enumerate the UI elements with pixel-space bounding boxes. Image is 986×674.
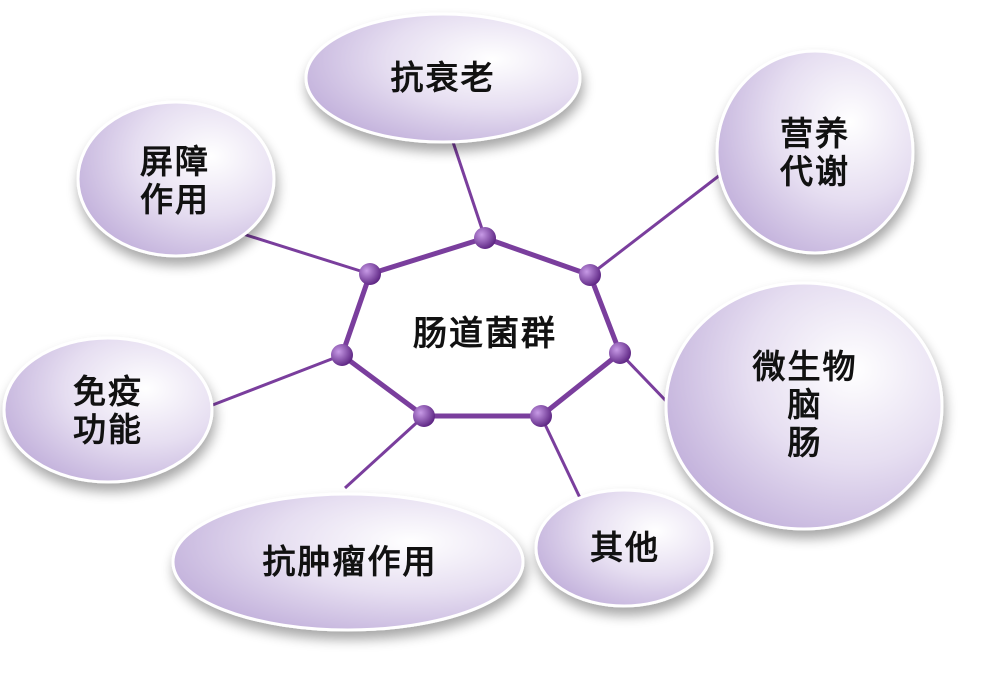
spoke-anti-aging <box>451 141 487 239</box>
vertex-dots <box>331 227 631 427</box>
vertex-dot <box>331 344 353 366</box>
vertex-dot <box>579 264 601 286</box>
vertex-dot <box>359 263 381 285</box>
bubbles <box>2 12 944 632</box>
spoke-lines <box>209 141 721 501</box>
bubble-anti-aging <box>304 12 582 144</box>
spoke-anti-tumor <box>343 414 426 490</box>
vertex-dot <box>530 405 552 427</box>
bubble-nutrition-metabolism <box>715 49 915 255</box>
bubble-other <box>534 488 714 608</box>
vertex-dot <box>609 342 631 364</box>
vertex-dot <box>413 405 435 427</box>
bubble-immune-function <box>2 336 214 484</box>
spoke-other <box>539 415 583 501</box>
spoke-microbiota-gut-brain <box>618 351 670 405</box>
spoke-barrier-function <box>242 232 371 276</box>
spoke-immune-function <box>209 353 343 408</box>
bubble-barrier-function <box>76 100 276 258</box>
center-heptagon <box>339 235 623 419</box>
spoke-nutrition-metabolism <box>589 173 721 277</box>
bubble-anti-tumor <box>171 492 525 632</box>
bubble-microbiota-gut-brain <box>664 281 944 531</box>
vertex-dot <box>474 227 496 249</box>
